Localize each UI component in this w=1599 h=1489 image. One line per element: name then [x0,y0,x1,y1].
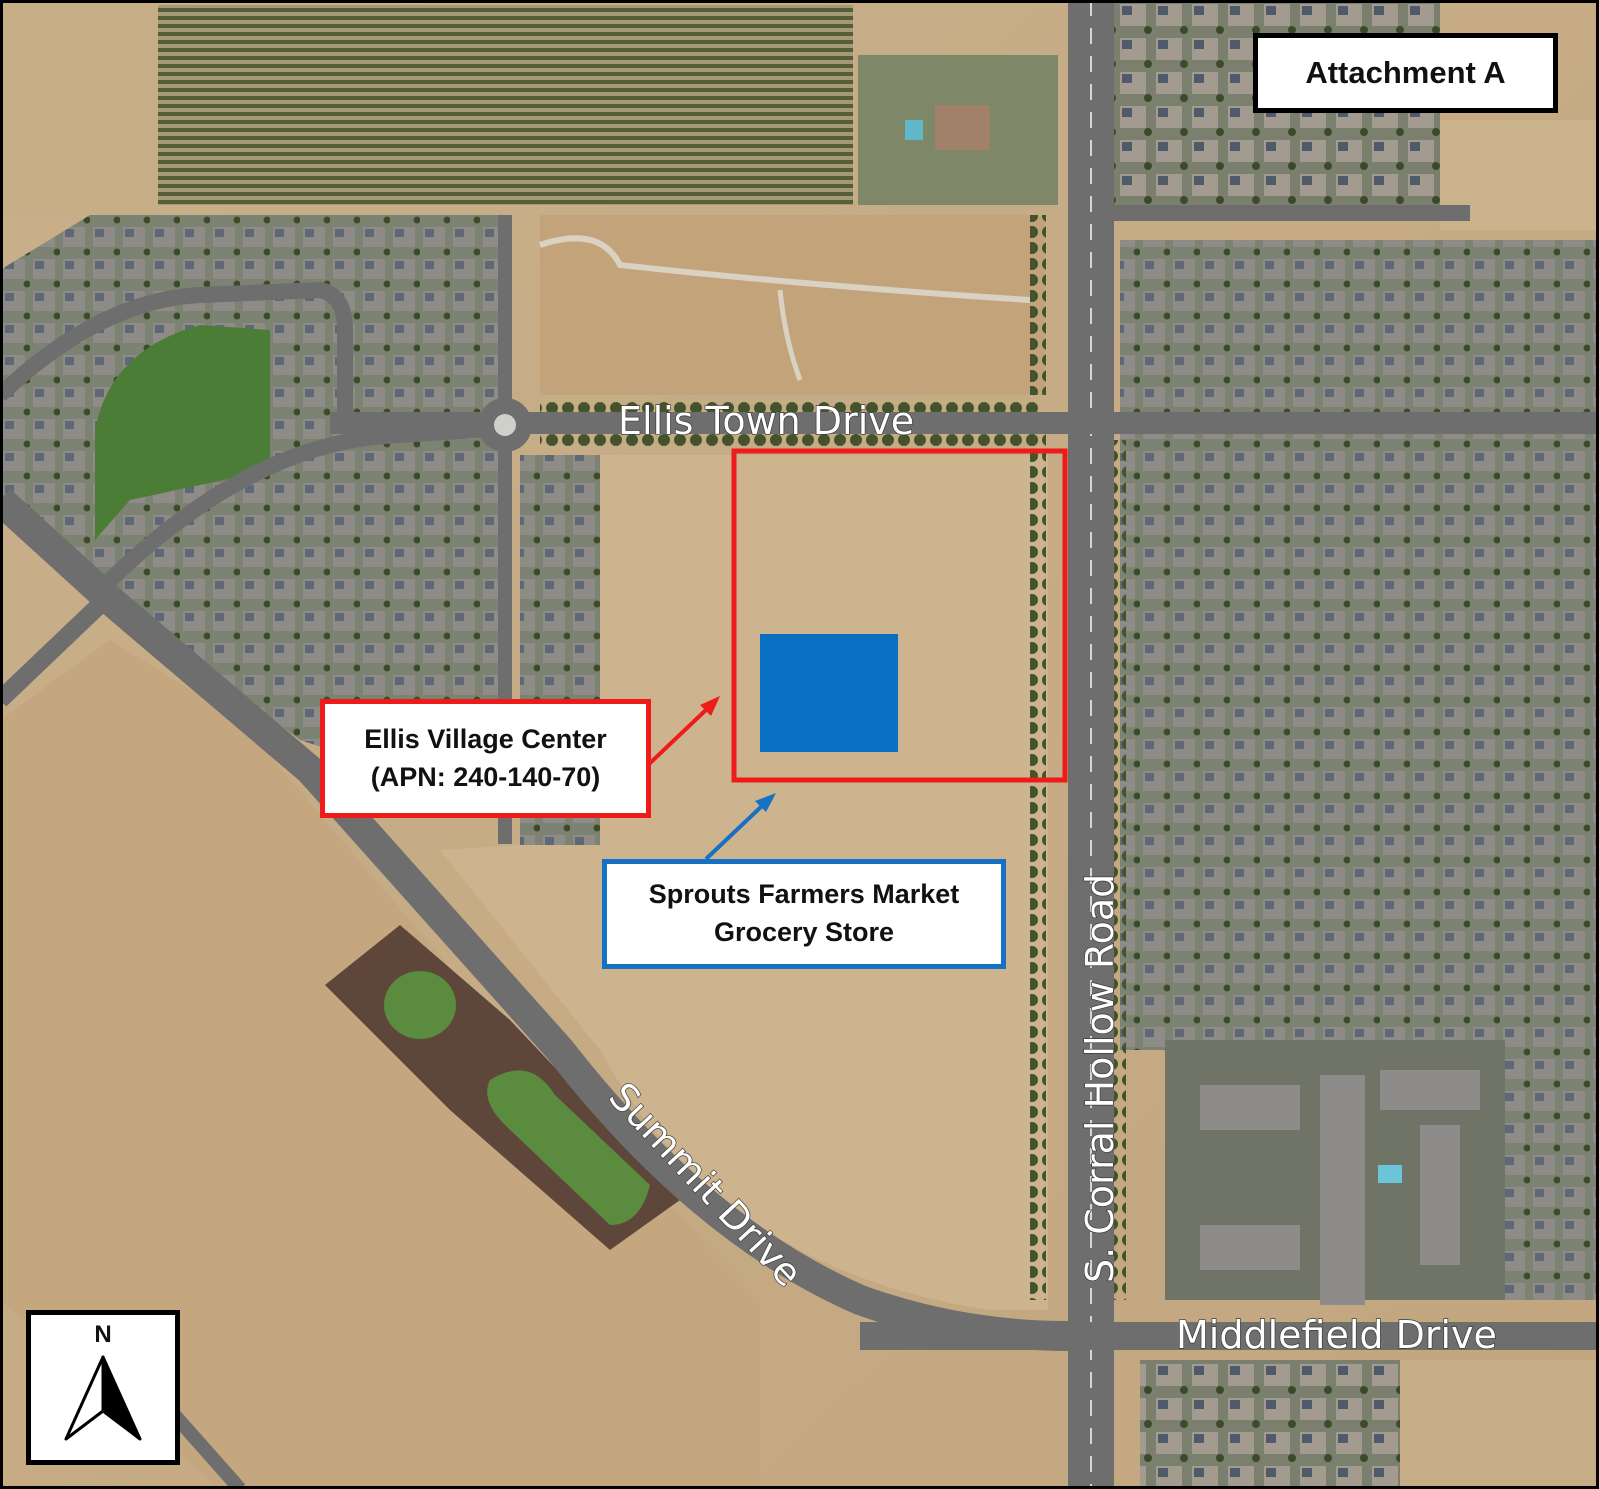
orchard [158,5,853,205]
road-west-diagonal [0,588,117,707]
callout-sprouts-title: Sprouts Farmers Market [648,879,960,910]
ellis-leader-arrowhead [700,696,720,716]
apartment-building-2 [1320,1075,1365,1305]
road-local-north [498,215,512,415]
road-southwest-corner [164,1405,246,1489]
field-southeast [1400,1360,1599,1489]
housing-west [0,215,500,760]
sprouts-leader-line [704,803,765,861]
attachment-label-text: Attachment A [1305,55,1506,91]
park-lawn-oval [487,1070,650,1225]
apartment-building-3 [1380,1070,1480,1110]
north-arrow-icon [64,1355,142,1441]
field-track-2 [777,289,803,381]
road-summit [0,488,1069,1351]
road-west-arc [0,281,353,412]
field-southwest [0,640,760,1489]
treeline-ellis-south [540,433,1040,447]
apartment-building-1 [1200,1085,1300,1130]
treeline-ellis-north [540,398,1040,414]
label-ellis-town-drive: Ellis Town Drive [618,399,914,443]
housing-east [1120,240,1599,1050]
field-north [540,215,1045,395]
callout-sprouts-subtitle: Grocery Store [713,917,895,947]
housing-south [1140,1360,1400,1489]
field-track [539,235,1031,303]
estate-house [935,105,990,150]
callout-ellis-apn: (APN: 240-140-70) [370,761,601,792]
bare-field-northwest [0,0,158,215]
store-footprint [760,634,898,752]
road-ellis-town [330,412,1599,434]
road-curved-residential [94,420,506,596]
callout-sprouts: Sprouts Farmers Market Grocery Store [602,859,1006,969]
park-lawn-circle [384,971,456,1039]
north-letter: N [94,1321,112,1348]
parcel-outline [731,448,1068,783]
housing-east-lower [1505,1040,1599,1300]
apartment-pool [1378,1165,1402,1183]
roundabout-center [494,414,516,436]
sprouts-leader-arrowhead [755,793,776,812]
treeline-west-of-corral [1030,215,1046,395]
north-arrow: N [26,1310,180,1465]
attachment-label: Attachment A [1253,33,1558,113]
callout-ellis-title: Ellis Village Center [364,723,607,754]
estate-pool [905,120,923,140]
label-middlefield-drive: Middlefield Drive [1176,1313,1497,1357]
callout-ellis-village-center: Ellis Village Center (APN: 240-140-70) [320,699,651,818]
treeline-east-of-site [1030,420,1046,1300]
apartment-building-4 [1420,1125,1460,1265]
label-corral-hollow-road: S. Corral Hollow Road [1078,874,1122,1283]
ellis-leader-line [646,706,710,767]
road-north-east [1110,205,1470,221]
apartment-building-5 [1200,1225,1300,1270]
park-lawn [95,325,270,540]
